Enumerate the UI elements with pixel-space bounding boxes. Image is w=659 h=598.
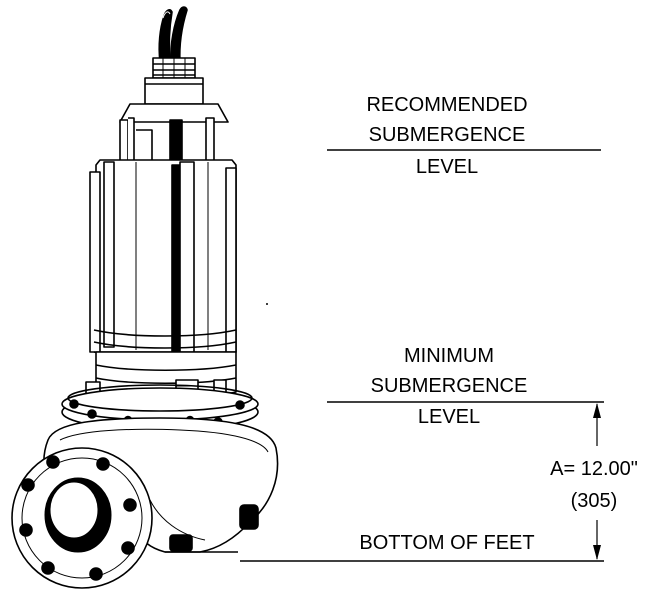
dimension-label: A= 12.00" xyxy=(550,458,638,480)
recommended-label-line2: SUBMERGENCE xyxy=(368,124,526,146)
cable-icon xyxy=(158,6,188,63)
dimension-metric-label: (305) xyxy=(570,490,618,512)
minimum-label-line3: LEVEL xyxy=(417,406,481,428)
cable-gland xyxy=(119,57,229,123)
recommended-label-line1: RECOMMENDED xyxy=(366,94,528,116)
bottom-of-feet-label: BOTTOM OF FEET xyxy=(359,532,535,554)
minimum-label-line1: MINIMUM xyxy=(404,345,494,367)
dimension-arrow xyxy=(593,403,601,560)
motor-housing xyxy=(89,159,237,359)
discharge-flange xyxy=(11,447,153,589)
recommended-label-line3: LEVEL xyxy=(415,156,479,178)
minimum-label-line2: SUBMERGENCE xyxy=(370,375,528,397)
